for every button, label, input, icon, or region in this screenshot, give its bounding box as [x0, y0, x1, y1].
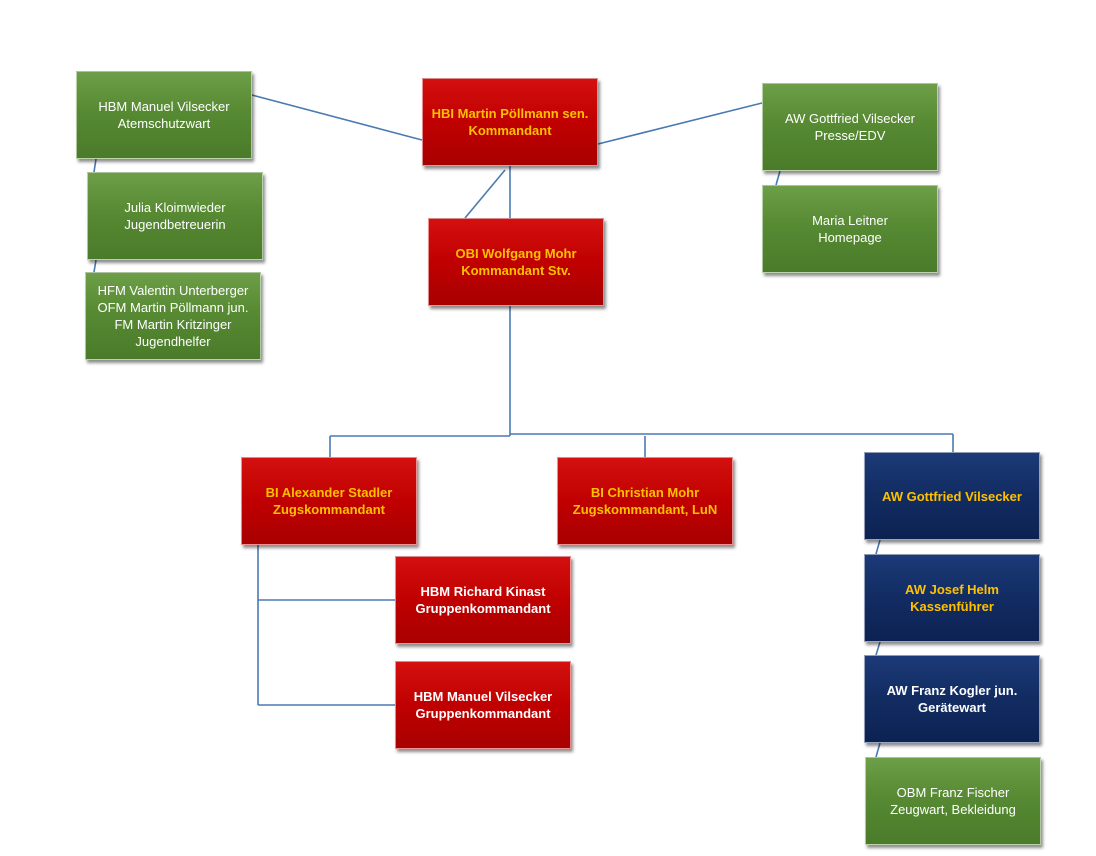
connector-atemschutz-jugendbetreuer: [93, 158, 97, 173]
zeugwart-name: OBM Franz Fischer: [896, 785, 1010, 800]
gruppenkommandant-2-name: HBM Manuel Vilsecker: [413, 689, 553, 704]
presse-edv-role: Presse/EDV: [814, 128, 886, 143]
kommandant-role: Kommandant: [468, 123, 552, 138]
zugskommandant-1-name: BI Alexander Stadler: [265, 485, 393, 500]
zugskommandant-1-box: BI Alexander Stadler Zugskommandant: [241, 457, 417, 545]
connector-kommandant-presse: [597, 102, 763, 145]
verwaltung-name: AW Gottfried Vilsecker: [882, 488, 1022, 504]
zeugwart-role: Zeugwart, Bekleidung: [890, 802, 1016, 817]
kassenfuehrer-name: AW Josef Helm: [905, 582, 999, 597]
zugskommandant-2-name: BI Christian Mohr: [590, 485, 700, 500]
gruppenkommandant-1-name: HBM Richard Kinast: [420, 584, 546, 599]
gruppenkommandant-1-box: HBM Richard Kinast Gruppenkommandant: [395, 556, 571, 644]
jugendbetreuerin-role: Jugendbetreuerin: [124, 217, 226, 232]
connector-verw-kasse: [875, 539, 881, 555]
connector-kommandant-atemschutz: [251, 94, 423, 141]
verwaltung-box: AW Gottfried Vilsecker: [864, 452, 1040, 540]
gruppenkommandant-2-role: Gruppenkommandant: [415, 706, 551, 721]
jugendhelfer-name-3: FM Martin Kritzinger: [114, 317, 232, 332]
zeugwart-box: OBM Franz Fischer Zeugwart, Bekleidung: [865, 757, 1041, 845]
jugendhelfer-role: Jugendhelfer: [135, 334, 211, 349]
geraetewart-role: Gerätewart: [918, 700, 986, 715]
kommandant-stv-role: Kommandant Stv.: [461, 263, 571, 278]
connector-kommandant-stv-diag: [464, 169, 506, 219]
homepage-role: Homepage: [818, 230, 882, 245]
zugskommandant-1-role: Zugskommandant: [273, 502, 385, 517]
connector-presse-homepage: [775, 170, 781, 186]
gruppenkommandant-2-box: HBM Manuel Vilsecker Gruppenkommandant: [395, 661, 571, 749]
kassenfuehrer-role: Kassenführer: [910, 599, 994, 614]
kommandant-box: HBI Martin Pöllmann sen. Kommandant: [422, 78, 598, 166]
atemschutzwart-box: HBM Manuel Vilsecker Atemschutzwart: [76, 71, 252, 159]
kassenfuehrer-box: AW Josef Helm Kassenführer: [864, 554, 1040, 642]
jugendhelfer-name-1: HFM Valentin Unterberger: [97, 283, 249, 298]
gruppenkommandant-1-role: Gruppenkommandant: [415, 601, 551, 616]
zugskommandant-2-box: BI Christian Mohr Zugskommandant, LuN: [557, 457, 733, 545]
homepage-box: Maria Leitner Homepage: [762, 185, 938, 273]
jugendbetreuerin-box: Julia Kloimwieder Jugendbetreuerin: [87, 172, 263, 260]
jugendhelfer-box: HFM Valentin Unterberger OFM Martin Pöll…: [85, 272, 261, 360]
jugendbetreuerin-name: Julia Kloimwieder: [124, 200, 226, 215]
geraetewart-name: AW Franz Kogler jun.: [886, 683, 1018, 698]
connector-jugendbetreuer-jugendhelfer: [93, 259, 97, 273]
kommandant-stv-name: OBI Wolfgang Mohr: [455, 246, 577, 261]
homepage-name: Maria Leitner: [812, 213, 888, 228]
kommandant-stv-box: OBI Wolfgang Mohr Kommandant Stv.: [428, 218, 604, 306]
atemschutzwart-role: Atemschutzwart: [117, 116, 211, 131]
atemschutzwart-name: HBM Manuel Vilsecker: [98, 99, 230, 114]
presse-edv-box: AW Gottfried Vilsecker Presse/EDV: [762, 83, 938, 171]
connector-geraete-zeugwart: [875, 742, 881, 758]
presse-edv-name: AW Gottfried Vilsecker: [784, 111, 916, 126]
jugendhelfer-name-2: OFM Martin Pöllmann jun.: [97, 300, 249, 315]
connector-kasse-geraete: [875, 641, 881, 656]
geraetewart-box: AW Franz Kogler jun. Gerätewart: [864, 655, 1040, 743]
kommandant-name: HBI Martin Pöllmann sen.: [431, 106, 589, 121]
zugskommandant-2-role: Zugskommandant, LuN: [572, 502, 718, 517]
